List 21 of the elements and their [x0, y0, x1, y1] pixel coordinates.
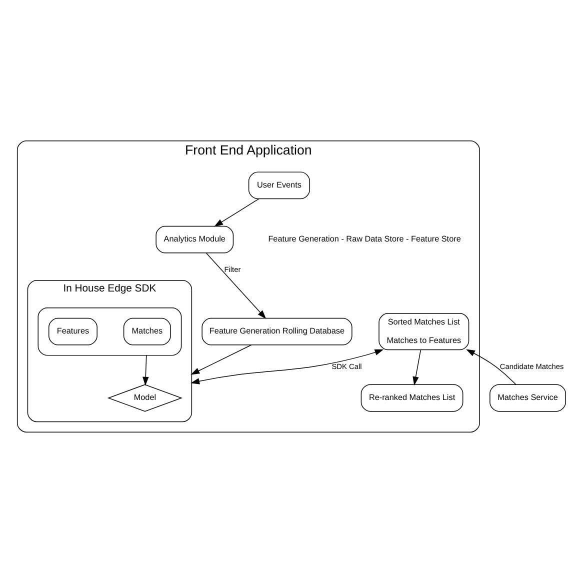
arrow: [466, 349, 516, 385]
arrow: [412, 350, 422, 386]
node-diamond: Model: [107, 384, 182, 412]
node-box: Matches Service: [490, 384, 566, 412]
node-box: Feature Generation Rolling Database: [202, 318, 352, 346]
edge-label: Candidate Matches: [500, 362, 564, 372]
label: Feature Generation - Raw Data Store - Feature Store: [268, 234, 461, 244]
node-box: Analytics Module: [156, 226, 234, 254]
node-box: Matches: [123, 318, 171, 346]
node-box: Re-ranked Matches List: [360, 384, 464, 412]
edge-label: Filter: [224, 265, 241, 274]
arrow: [190, 344, 252, 375]
edge-label: SDK Call: [332, 362, 362, 372]
node-box: Features: [48, 318, 98, 346]
arrow: [190, 349, 384, 384]
arrow: [142, 354, 149, 386]
node-box: Sorted Matches List Matches to Features: [378, 313, 470, 350]
arrow: [214, 198, 260, 227]
node-box: User Events: [248, 172, 310, 200]
cluster: [38, 307, 182, 356]
arrow: [206, 252, 266, 319]
